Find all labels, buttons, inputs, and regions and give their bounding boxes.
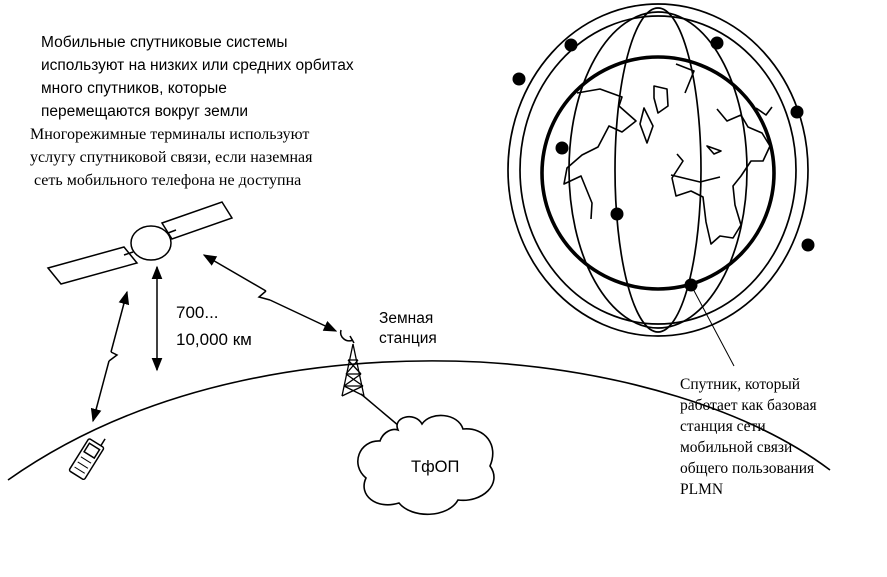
tower-pstn-link <box>360 393 400 427</box>
earth-station-label: Земная станция <box>379 309 437 349</box>
satellite-icon <box>46 201 234 285</box>
mobile-phone-icon <box>68 438 106 481</box>
base-station-line: работает как базовая <box>680 397 817 414</box>
orbit-satellite-dot <box>555 141 569 155</box>
distance-line: 10,000 км <box>176 330 252 349</box>
multimode-line: сеть мобильного телефона не доступна <box>30 172 302 189</box>
continents <box>563 63 773 245</box>
orbit-satellite-dot <box>512 72 526 86</box>
multimode-line: услугу спутниковой связи, если наземная <box>30 149 313 166</box>
intro-text: Мобильные спутниковые системы используют… <box>41 31 354 123</box>
earth-station-line: Земная <box>379 310 434 327</box>
earth-station-line: станция <box>379 330 437 347</box>
distance-label: 700... 10,000 км <box>176 299 252 353</box>
cloud-icon <box>357 414 495 516</box>
pstn-label: ТфОП <box>411 458 460 476</box>
dish-antenna-icon <box>339 329 355 344</box>
multimode-text: Многорежимные терминалы используют услуг… <box>30 123 312 192</box>
base-station-line: общего пользования <box>680 460 815 477</box>
orbit-satellite-dot <box>710 36 724 50</box>
orbit-satellite-dot <box>564 38 578 52</box>
radio-tower-icon <box>341 343 365 397</box>
satellite-phone-link <box>90 290 130 423</box>
earth-surface-arc <box>7 360 831 481</box>
base-station-caption: Спутник, который работает как базовая ст… <box>680 374 817 500</box>
base-station-line: Спутник, который <box>680 376 801 393</box>
base-station-pointer <box>690 284 735 367</box>
satellite-earth-station-link <box>202 254 338 332</box>
distance-line: 700... <box>176 303 219 322</box>
intro-line: перемещаются вокруг земли <box>41 103 249 120</box>
intro-line: много спутников, которые <box>41 80 227 97</box>
orbit-satellites <box>512 36 815 292</box>
intro-line: Мобильные спутниковые системы <box>41 34 288 51</box>
base-station-line: станция сети <box>680 418 766 435</box>
orbit-satellite-dot <box>790 105 804 119</box>
base-station-line: PLMN <box>680 481 724 498</box>
base-station-line: мобильной связи <box>680 439 793 456</box>
orbit-satellite-dot <box>801 238 815 252</box>
intro-line: используют на низких или средних орбитах <box>41 57 354 74</box>
orbit-satellite-dot <box>610 207 624 221</box>
globe-icon <box>507 3 809 337</box>
multimode-line: Многорежимные терминалы используют <box>30 126 310 143</box>
